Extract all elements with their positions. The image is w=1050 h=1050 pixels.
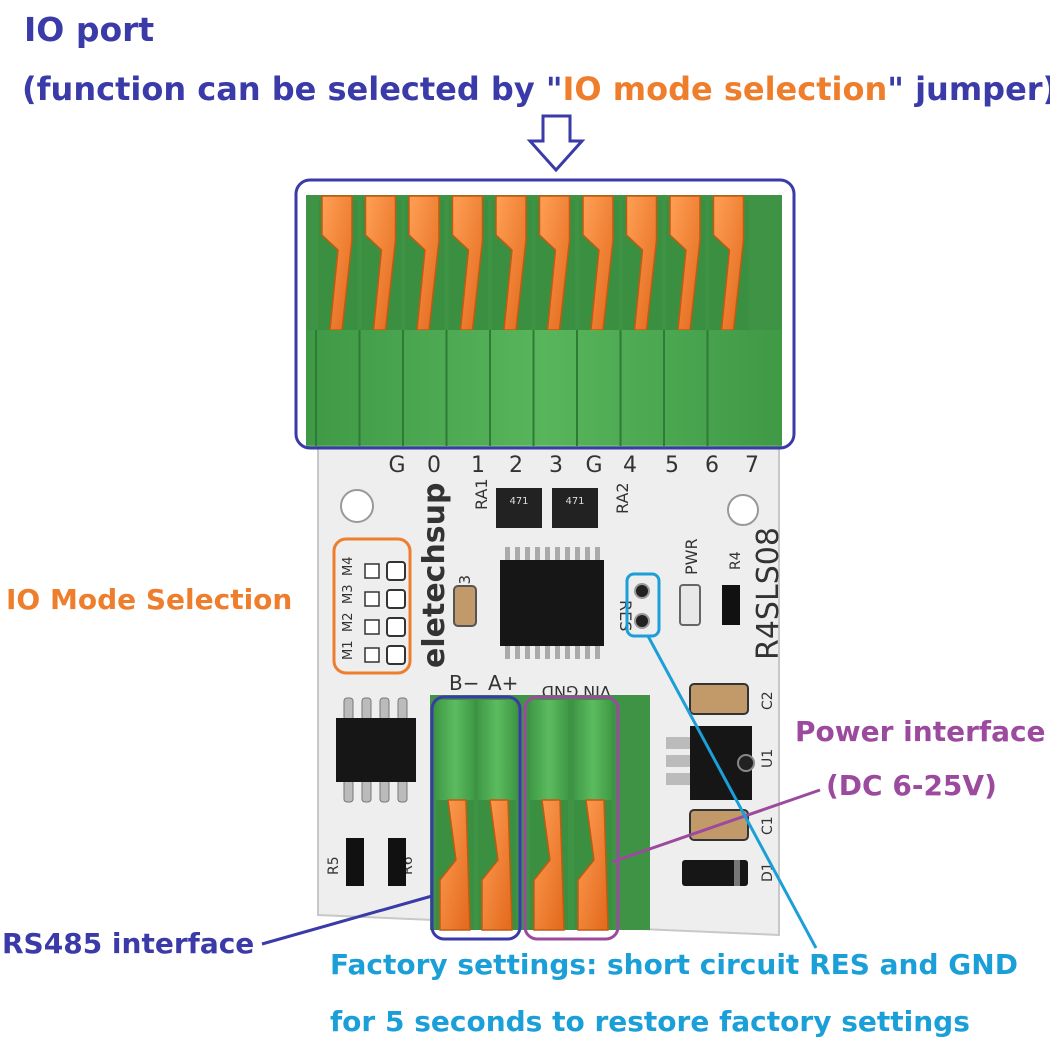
jumper-label: M1 [341, 641, 356, 661]
model-label: R4SLS08 [751, 527, 786, 660]
io-pin-label: 2 [509, 453, 523, 478]
jumper-pad[interactable] [364, 647, 380, 663]
r5-label: R5 [326, 856, 342, 875]
io-terminal-slot[interactable] [492, 195, 532, 331]
bottom-terminal-block [430, 695, 650, 931]
r6-resistor [388, 838, 406, 886]
jumper-pad[interactable] [364, 619, 380, 635]
u1-regulator [666, 726, 755, 800]
r4-resistor [722, 585, 740, 625]
io-port-highlight-box [294, 178, 796, 450]
pin-label-b-minus: B− [449, 671, 479, 695]
ra2-label: RA2 [613, 482, 632, 514]
down-arrow-icon [526, 114, 586, 173]
lever-icon[interactable] [577, 799, 609, 931]
io-pin-label: 1 [471, 453, 485, 478]
pin-label-a-plus: A+ [488, 671, 518, 695]
io-terminal-slot[interactable] [535, 195, 576, 331]
jumper-pad[interactable] [364, 591, 380, 607]
jumper-pad[interactable] [386, 589, 406, 609]
pwr-led [679, 584, 701, 626]
io-terminal-slot[interactable] [622, 195, 663, 331]
mcu-chip [500, 547, 604, 659]
resistor-array-ra2: 471 [552, 488, 598, 528]
c2-label: C2 [760, 691, 776, 710]
res-highlight-box [625, 572, 661, 638]
io-port-note-suffix: " jumper) [887, 70, 1050, 108]
bottom-terminal-slot[interactable] [530, 700, 568, 931]
io-terminal-slot[interactable] [405, 195, 445, 331]
res-pin-top [634, 583, 650, 599]
io-terminal-block [306, 195, 782, 448]
lever-icon[interactable] [439, 799, 471, 931]
io-terminal-slot[interactable] [361, 195, 402, 331]
lever-icon[interactable] [533, 799, 565, 931]
r5-resistor [346, 838, 364, 886]
jumper-pad[interactable] [386, 561, 406, 581]
io-pin-label: 7 [745, 453, 759, 478]
io-pin-label: 0 [427, 453, 441, 478]
c1-label: C1 [760, 816, 776, 835]
bottom-terminal-slot[interactable] [478, 700, 516, 931]
factory-settings-line1: Factory settings: short circuit RES and … [330, 948, 1018, 981]
svg-text:471: 471 [509, 496, 528, 507]
power-callout-line [611, 788, 821, 864]
lever-icon[interactable] [481, 799, 513, 931]
io-terminal-slot[interactable] [448, 195, 489, 331]
factory-settings-line2: for 5 seconds to restore factory setting… [330, 1005, 970, 1038]
c2-capacitor [689, 683, 749, 715]
power-interface-caption: Power interface [795, 715, 1046, 748]
ra1-label: RA1 [472, 478, 491, 510]
factory-callout-line [646, 635, 818, 949]
jumper-label: M4 [341, 557, 356, 577]
io-pin-label: 6 [705, 453, 719, 478]
io-mode-selection-caption: IO Mode Selection [6, 583, 293, 616]
io-terminal-slot[interactable] [666, 195, 706, 331]
jumper-pad[interactable] [386, 645, 406, 665]
r4-label: R4 [728, 551, 744, 570]
u1-label: U1 [760, 749, 776, 768]
jumper-label: M3 [341, 585, 356, 605]
io-terminal-slot[interactable] [709, 195, 750, 331]
rs485-highlight-box [430, 695, 522, 941]
svg-text:471: 471 [565, 496, 584, 507]
rs485-interface-caption: RS485 interface [2, 927, 255, 960]
res-pin-bottom [634, 613, 650, 629]
io-pin-label: 4 [623, 453, 637, 478]
io-pin-label: G [585, 453, 602, 478]
io-terminal-slot[interactable] [318, 195, 358, 331]
bottom-terminal-slot[interactable] [574, 700, 612, 931]
mount-hole-left [340, 489, 374, 523]
io-port-note-highlight: IO mode selection [562, 70, 888, 108]
u2-chip [336, 697, 416, 803]
bottom-terminal-slot[interactable] [436, 700, 474, 931]
io-port-note: (function can be selected by "IO mode se… [22, 70, 1050, 108]
io-pin-label: 5 [665, 453, 679, 478]
d1-diode [682, 860, 748, 886]
resistor-array-ra1: 471 [496, 488, 542, 528]
io-pin-label: 3 [549, 453, 563, 478]
jumper-pad[interactable] [386, 617, 406, 637]
io-pin-label: G [388, 453, 405, 478]
mount-hole-right [727, 494, 759, 526]
pwr-label: PWR [682, 538, 701, 575]
brand-label: eletechsup [417, 483, 452, 669]
power-voltage-caption: (DC 6-25V) [826, 769, 997, 802]
io-terminal-slot[interactable] [579, 195, 619, 331]
rs485-callout-line [261, 894, 433, 946]
io-mode-jumpers: M1 M2 M3 M4 [341, 557, 406, 665]
c3-capacitor [453, 585, 477, 627]
io-port-title: IO port [24, 10, 155, 49]
io-port-note-prefix: (function can be selected by " [22, 70, 563, 108]
io-mode-highlight-box [332, 537, 412, 675]
power-highlight-box [523, 695, 620, 941]
jumper-pad[interactable] [364, 563, 380, 579]
jumper-label: M2 [341, 613, 356, 633]
